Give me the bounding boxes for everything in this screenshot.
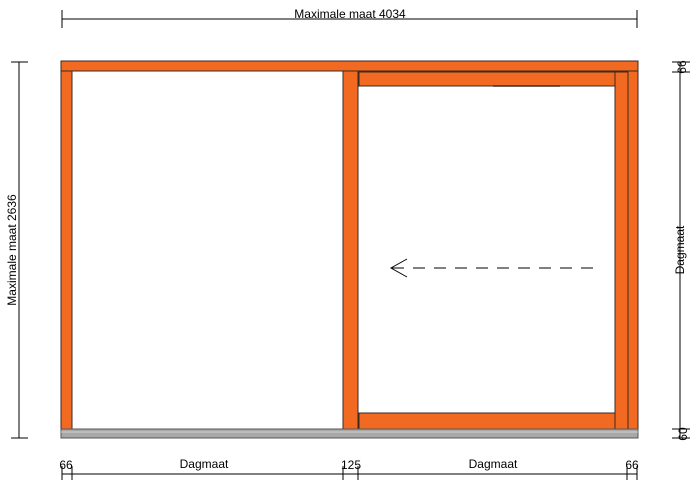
bottom-dimension-middle: 125 bbox=[341, 458, 361, 472]
sash-right-stile bbox=[614, 71, 629, 430]
bottom-dimension bbox=[61, 466, 638, 480]
frame-left-jamb bbox=[60, 70, 73, 431]
frame-right-jamb bbox=[627, 70, 639, 431]
frame-mullion bbox=[342, 70, 359, 431]
outer-frame bbox=[60, 60, 639, 431]
left-dimension-label: Maximale maat 2636 bbox=[5, 194, 19, 306]
sash-top-rail bbox=[358, 71, 629, 87]
top-dimension bbox=[61, 10, 638, 28]
bottom-dimension-left: 66 bbox=[59, 458, 73, 472]
left-dimension bbox=[11, 61, 28, 439]
sliding-sash bbox=[358, 71, 629, 430]
arrow-left-icon bbox=[389, 258, 596, 278]
top-dimension-label: Maximale maat 4034 bbox=[294, 7, 406, 21]
right-dimension-bottom: 60 bbox=[676, 427, 690, 441]
sash-bottom-rail bbox=[358, 412, 629, 430]
bottom-dimension-dagmaat-right: Dagmaat bbox=[469, 457, 518, 471]
right-dimension-middle: Dagmaat bbox=[673, 225, 687, 274]
bottom-dimension-dagmaat-left: Dagmaat bbox=[180, 457, 229, 471]
threshold-sill bbox=[60, 428, 639, 439]
right-dimension bbox=[672, 61, 690, 439]
bottom-dimension-right: 66 bbox=[625, 458, 639, 472]
right-dimension-top: 66 bbox=[675, 60, 689, 74]
frame-top-rail bbox=[60, 60, 639, 72]
